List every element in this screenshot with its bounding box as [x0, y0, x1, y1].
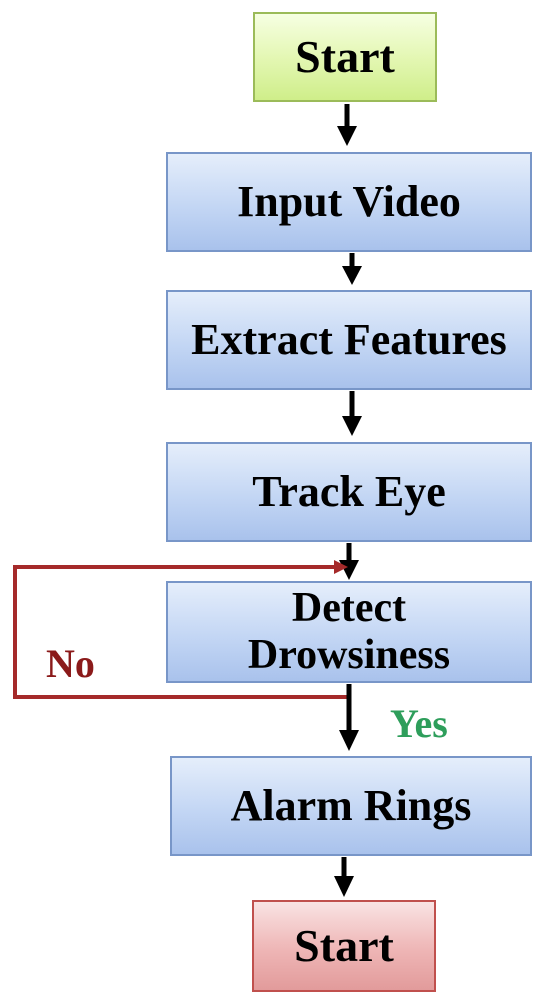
- arrow-input-to-extract: [342, 253, 362, 285]
- detect-drowsiness-node: Detect Drowsiness: [166, 581, 532, 683]
- start-node: Start: [253, 12, 437, 102]
- end-node: Start: [252, 900, 436, 992]
- detect-drowsiness-label: Detect Drowsiness: [247, 584, 451, 678]
- end-node-label: Start: [294, 920, 394, 972]
- start-node-label: Start: [295, 31, 395, 83]
- input-video-label: Input Video: [237, 177, 461, 227]
- no-branch-label: No: [46, 641, 95, 686]
- arrow-detect-to-alarm: [339, 684, 359, 751]
- extract-features-node: Extract Features: [166, 290, 532, 390]
- arrow-start-to-input: [337, 104, 357, 146]
- input-video-node: Input Video: [166, 152, 532, 252]
- extract-features-label: Extract Features: [191, 315, 507, 365]
- alarm-rings-node: Alarm Rings: [170, 756, 532, 856]
- track-eye-label: Track Eye: [252, 467, 446, 517]
- alarm-rings-label: Alarm Rings: [230, 781, 472, 831]
- arrow-track-to-detect: [339, 543, 359, 580]
- arrow-extract-to-track: [342, 391, 362, 436]
- track-eye-node: Track Eye: [166, 442, 532, 542]
- yes-branch-label: Yes: [390, 701, 448, 746]
- arrow-alarm-to-end: [334, 857, 354, 897]
